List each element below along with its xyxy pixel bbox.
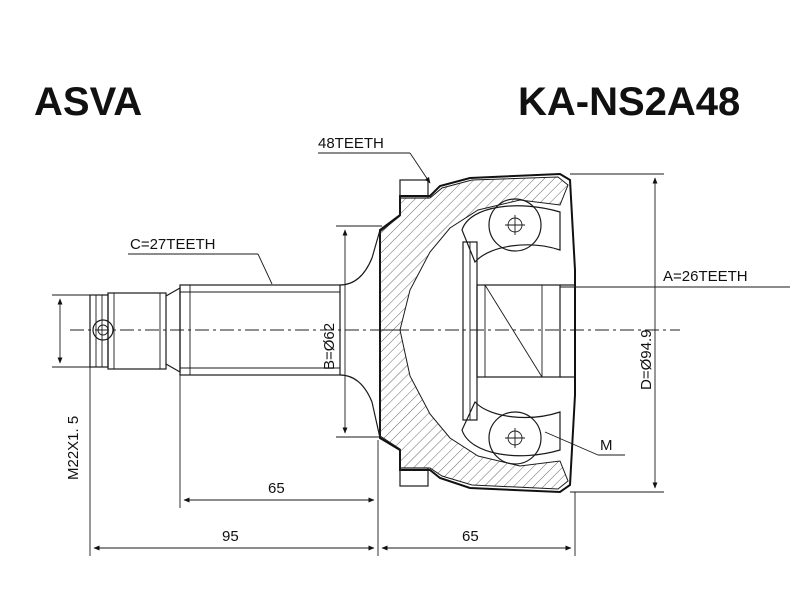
leader-spline-a: A=26TEETH: [560, 268, 790, 288]
marker-m-label: M: [600, 437, 613, 454]
part-number: KA-NS2A48: [518, 80, 740, 124]
spline-a-label: A=26TEETH: [663, 268, 748, 285]
dim-65-lower-label: 65: [462, 528, 479, 545]
dim-95-label: 95: [222, 528, 239, 545]
neck-bottom: [339, 374, 381, 439]
brand-name: ASVA: [34, 80, 142, 124]
ball-lower: [488, 411, 542, 465]
dim-b: B=Ø62: [321, 225, 382, 438]
diameter-b-label: B=Ø62: [321, 323, 338, 370]
diameter-d-label: D=Ø94.9: [638, 330, 655, 390]
leader-m: M: [544, 431, 625, 456]
cotter-hole: [92, 319, 114, 341]
abs-teeth-label: 48TEETH: [318, 135, 384, 152]
dim-65-upper-label: 65: [268, 480, 285, 497]
dim-65-lower: 65: [381, 492, 576, 556]
ball-upper: [488, 198, 542, 252]
abs-ring: [399, 179, 429, 487]
dim-thread: M22X1. 5: [52, 294, 92, 480]
inner-bore: [476, 284, 575, 378]
neck-top: [339, 229, 381, 286]
dim-65-upper: 65: [179, 375, 379, 508]
leader-abs: 48TEETH: [318, 135, 431, 184]
dim-d: D=Ø94.9: [570, 173, 664, 493]
leader-spline-c: C=27TEETH: [128, 236, 273, 285]
spline-shaft: [179, 284, 341, 376]
spline-c-label: C=27TEETH: [130, 236, 215, 253]
dim-95: 95: [89, 367, 379, 556]
thread-label: M22X1. 5: [65, 416, 82, 480]
thread-stub: [89, 292, 167, 370]
